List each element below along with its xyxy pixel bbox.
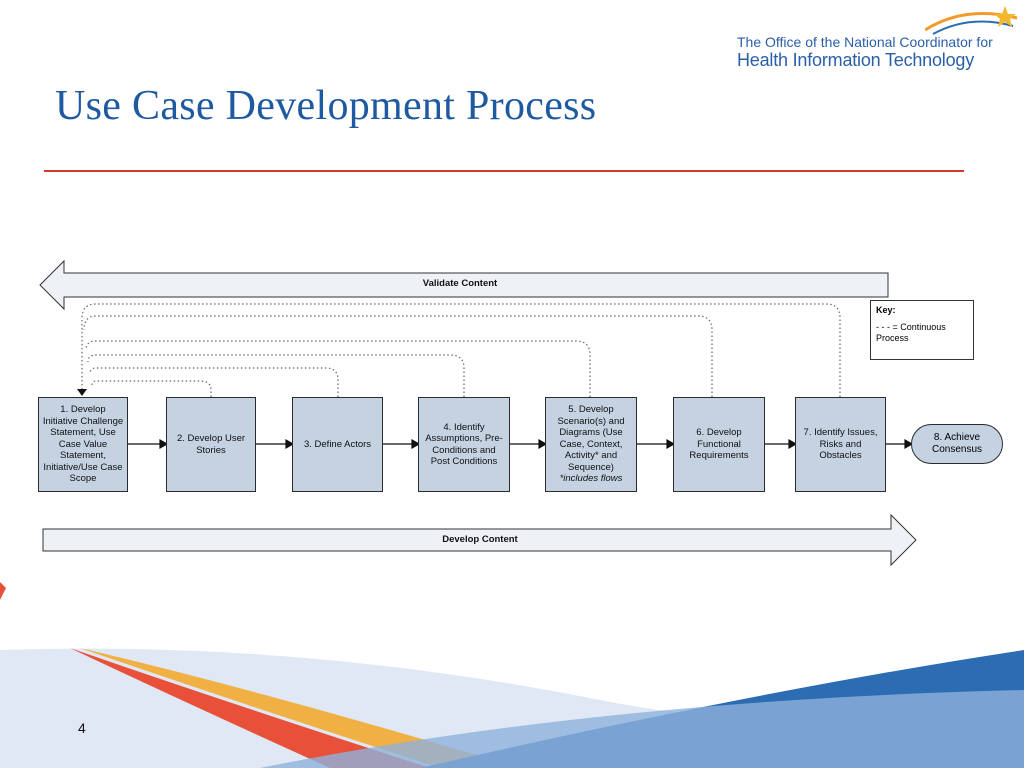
step-6-box: 6. Develop Functional Requirements (673, 397, 765, 492)
legend-key: Key: - - - = Continuous Process (870, 300, 974, 360)
step-3-box: 3. Define Actors (292, 397, 383, 492)
loop-from-step2 (91, 380, 212, 397)
step-8-pill: 8. Achieve Consensus (911, 424, 1003, 464)
step-2-box: 2. Develop User Stories (166, 397, 256, 492)
step-5-text: 5. Develop Scenario(s) and Diagrams (Use… (557, 404, 625, 473)
footer-swoosh-midblue (260, 690, 1024, 768)
loop-from-step3 (89, 367, 339, 397)
loop-from-step6 (83, 315, 713, 397)
key-title: Key: (876, 305, 896, 315)
validate-content-arrow (39, 259, 889, 311)
loop-arrowhead (77, 389, 87, 396)
step-7-text: 7. Identify Issues, Risks and Obstacles (803, 427, 878, 462)
step-1-box: 1. Develop Initiative Challenge Statemen… (38, 397, 128, 492)
key-text: - - - = Continuous Process (876, 322, 946, 343)
loop-from-step5 (85, 340, 591, 397)
loop-from-step4 (87, 354, 465, 397)
logo-text-line1: The Office of the National Coordinator f… (737, 34, 993, 50)
logo-swoosh-icon (925, 6, 1018, 35)
loop-from-step7 (81, 303, 841, 397)
step-3-text: 3. Define Actors (303, 438, 372, 450)
validate-content-label: Validate Content (422, 278, 498, 289)
onc-logo (737, 0, 1024, 75)
step-7-box: 7. Identify Issues, Risks and Obstacles (795, 397, 886, 492)
page-number: 4 (78, 720, 86, 736)
step-8-text: 8. Achieve Consensus (931, 432, 983, 455)
step-2-text: 2. Develop User Stories (176, 433, 246, 456)
step-4-text: 4. Identify Assumptions, Pre-Conditions … (425, 421, 503, 468)
step-4-box: 4. Identify Assumptions, Pre-Conditions … (418, 397, 510, 492)
step-5-box: 5. Develop Scenario(s) and Diagrams (Use… (545, 397, 637, 492)
left-edge-accent (0, 582, 6, 600)
logo-text-line2: Health Information Technology (737, 50, 975, 70)
step-6-text: 6. Develop Functional Requirements (689, 427, 749, 462)
page-title: Use Case Development Process (55, 83, 597, 129)
step-5-note: *includes flows (559, 473, 623, 485)
title-divider (44, 170, 964, 172)
develop-content-arrow (42, 513, 917, 567)
develop-content-label: Develop Content (442, 534, 518, 545)
footer-swoosh-orange (80, 648, 520, 768)
step-1-text: 1. Develop Initiative Challenge Statemen… (42, 404, 124, 485)
